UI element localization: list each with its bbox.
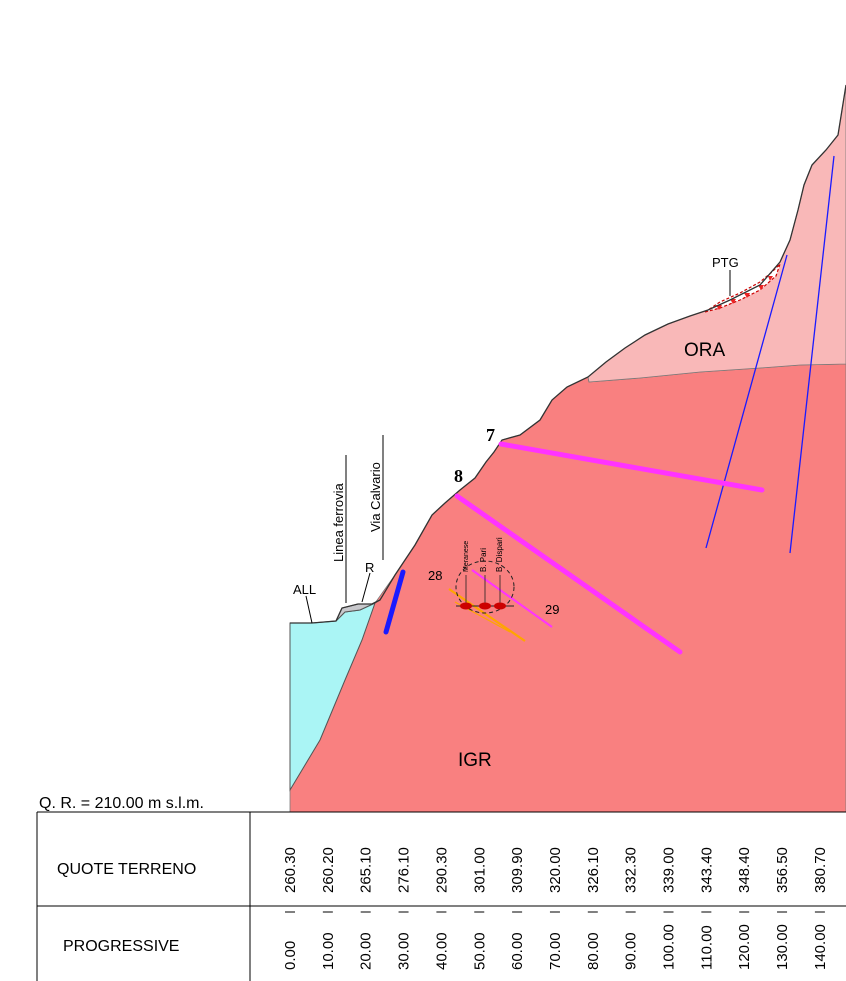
quote-value: 356.50 [774,847,791,893]
ora-label: ORA [684,340,726,361]
igr-unit [289,363,846,813]
progressive-value: 70.00 [547,932,564,970]
ptg-unit [704,263,781,313]
quote-value: 260.30 [282,847,299,893]
plane-8 [454,493,683,655]
ora-unit [587,84,846,383]
quote-value: 276.10 [396,847,413,893]
quote-value: 301.00 [471,847,488,893]
progressive-value: 30.00 [396,932,413,970]
progressive-value: 130.00 [774,924,791,970]
tunnel-b-dispari-label: B. Dispari [495,537,504,572]
linea-ferrovia-label: Linea ferrovia [331,482,346,562]
r-leader [361,572,371,603]
ground-surface-line [290,84,846,624]
via-calvario-label: Via Calvario [368,462,383,532]
progressive-value: 110.00 [698,925,715,970]
progressive-value: 100.00 [661,924,678,970]
igr-label: IGR [458,750,492,771]
tunnel-b-pari-label: B. Pari [479,548,488,572]
quote-value: 326.10 [585,847,602,893]
retaining-wall [383,569,406,635]
tunnels: Meranese B. Pari B. Dispari [455,537,515,614]
all-leader [305,595,313,624]
marker-8: 8 [454,466,463,486]
tunnel-meranese-label: Meranese [463,541,470,572]
ptg-label: PTG [712,255,739,270]
progressive-value: 80.00 [585,932,602,970]
progressive-value: 20.00 [358,932,375,970]
marker-28: 28 [428,568,442,583]
plane-7 [498,441,765,493]
progressive-value: 140.00 [812,924,829,970]
marker-7: 7 [486,425,495,445]
progressive-value: 50.00 [471,932,488,970]
progressive-value: 10.00 [320,932,337,970]
progressive-value: 40.00 [433,932,450,970]
table-columns: 260.30 260.20 265.10 276.10 290.30 301.00 309.… [282,847,829,970]
marker-29: 29 [545,602,559,617]
r-label: R [365,560,374,575]
quote-value: 309.90 [509,847,526,893]
quote-terreno-header: QUOTE TERRENO [57,861,196,878]
all-label: ALL [293,582,316,597]
data-table [36,811,846,981]
quote-value: 343.40 [698,847,715,893]
datum-label: Q. R. = 210.00 m s.l.m. [39,795,204,812]
quote-value: 339.00 [661,847,678,893]
quote-value: 380.70 [812,847,829,893]
progressive-value: 90.00 [623,932,640,970]
quote-value: 265.10 [358,847,375,893]
quote-value: 290.30 [433,847,450,893]
quote-value: 348.40 [736,847,753,893]
progressive-value: 0.00 [282,941,299,970]
progressive-value: 60.00 [509,932,526,970]
progressive-value: 120.00 [736,924,753,970]
quote-value: 332.30 [623,847,640,893]
fault-line-2 [789,155,835,554]
quote-value: 320.00 [547,847,564,893]
quote-value: 260.20 [320,847,337,893]
progressive-header: PROGRESSIVE [63,938,179,955]
fault-line-1 [705,254,788,549]
plane-28 [448,588,526,642]
